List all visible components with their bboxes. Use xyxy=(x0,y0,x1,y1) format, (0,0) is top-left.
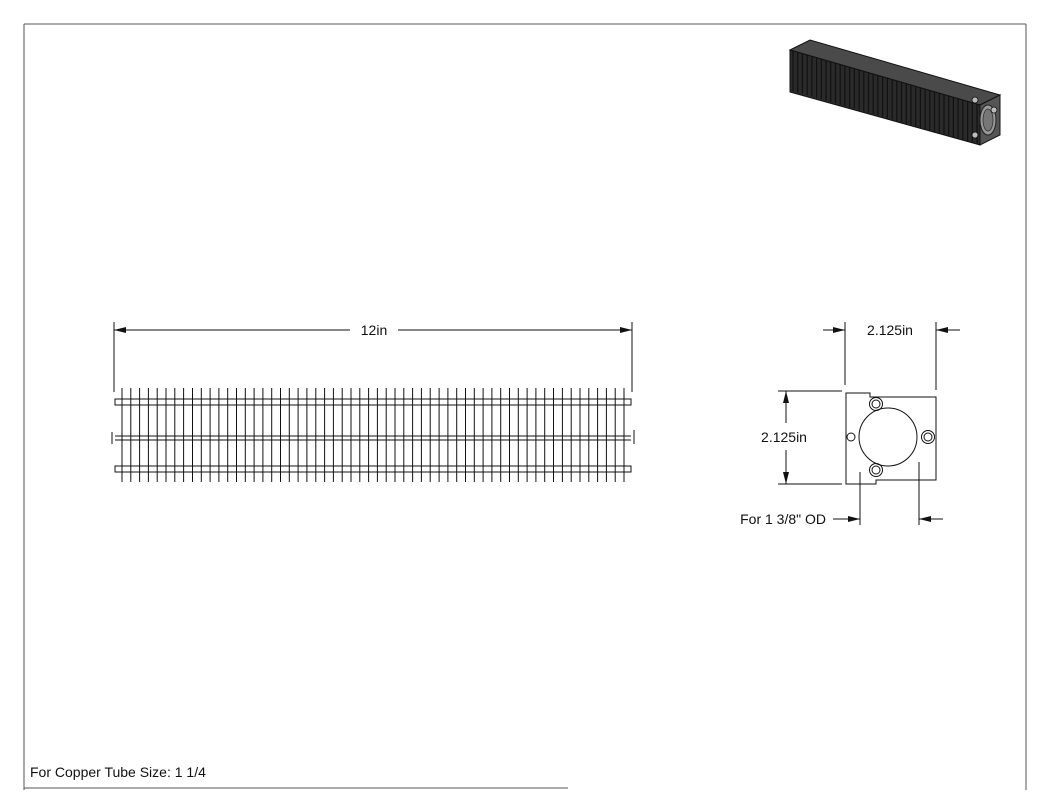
sheet-border xyxy=(23,23,1027,790)
width-dimension xyxy=(823,322,960,390)
length-label: 12in xyxy=(361,322,387,338)
height-dimension xyxy=(778,390,842,485)
end-view xyxy=(845,392,937,485)
height-label: 2.125in xyxy=(761,429,807,445)
width-label: 2.125in xyxy=(867,322,913,338)
od-label: For 1 3/8" OD xyxy=(740,511,826,527)
side-view xyxy=(111,388,635,482)
length-dimension xyxy=(113,322,633,392)
copper-tube-note: For Copper Tube Size: 1 1/4 xyxy=(30,764,206,780)
isometric-view xyxy=(788,39,1002,146)
tube-bore xyxy=(858,407,918,467)
od-dimension xyxy=(833,462,943,525)
side-view-rods xyxy=(111,398,635,473)
side-view-fins xyxy=(121,388,625,482)
